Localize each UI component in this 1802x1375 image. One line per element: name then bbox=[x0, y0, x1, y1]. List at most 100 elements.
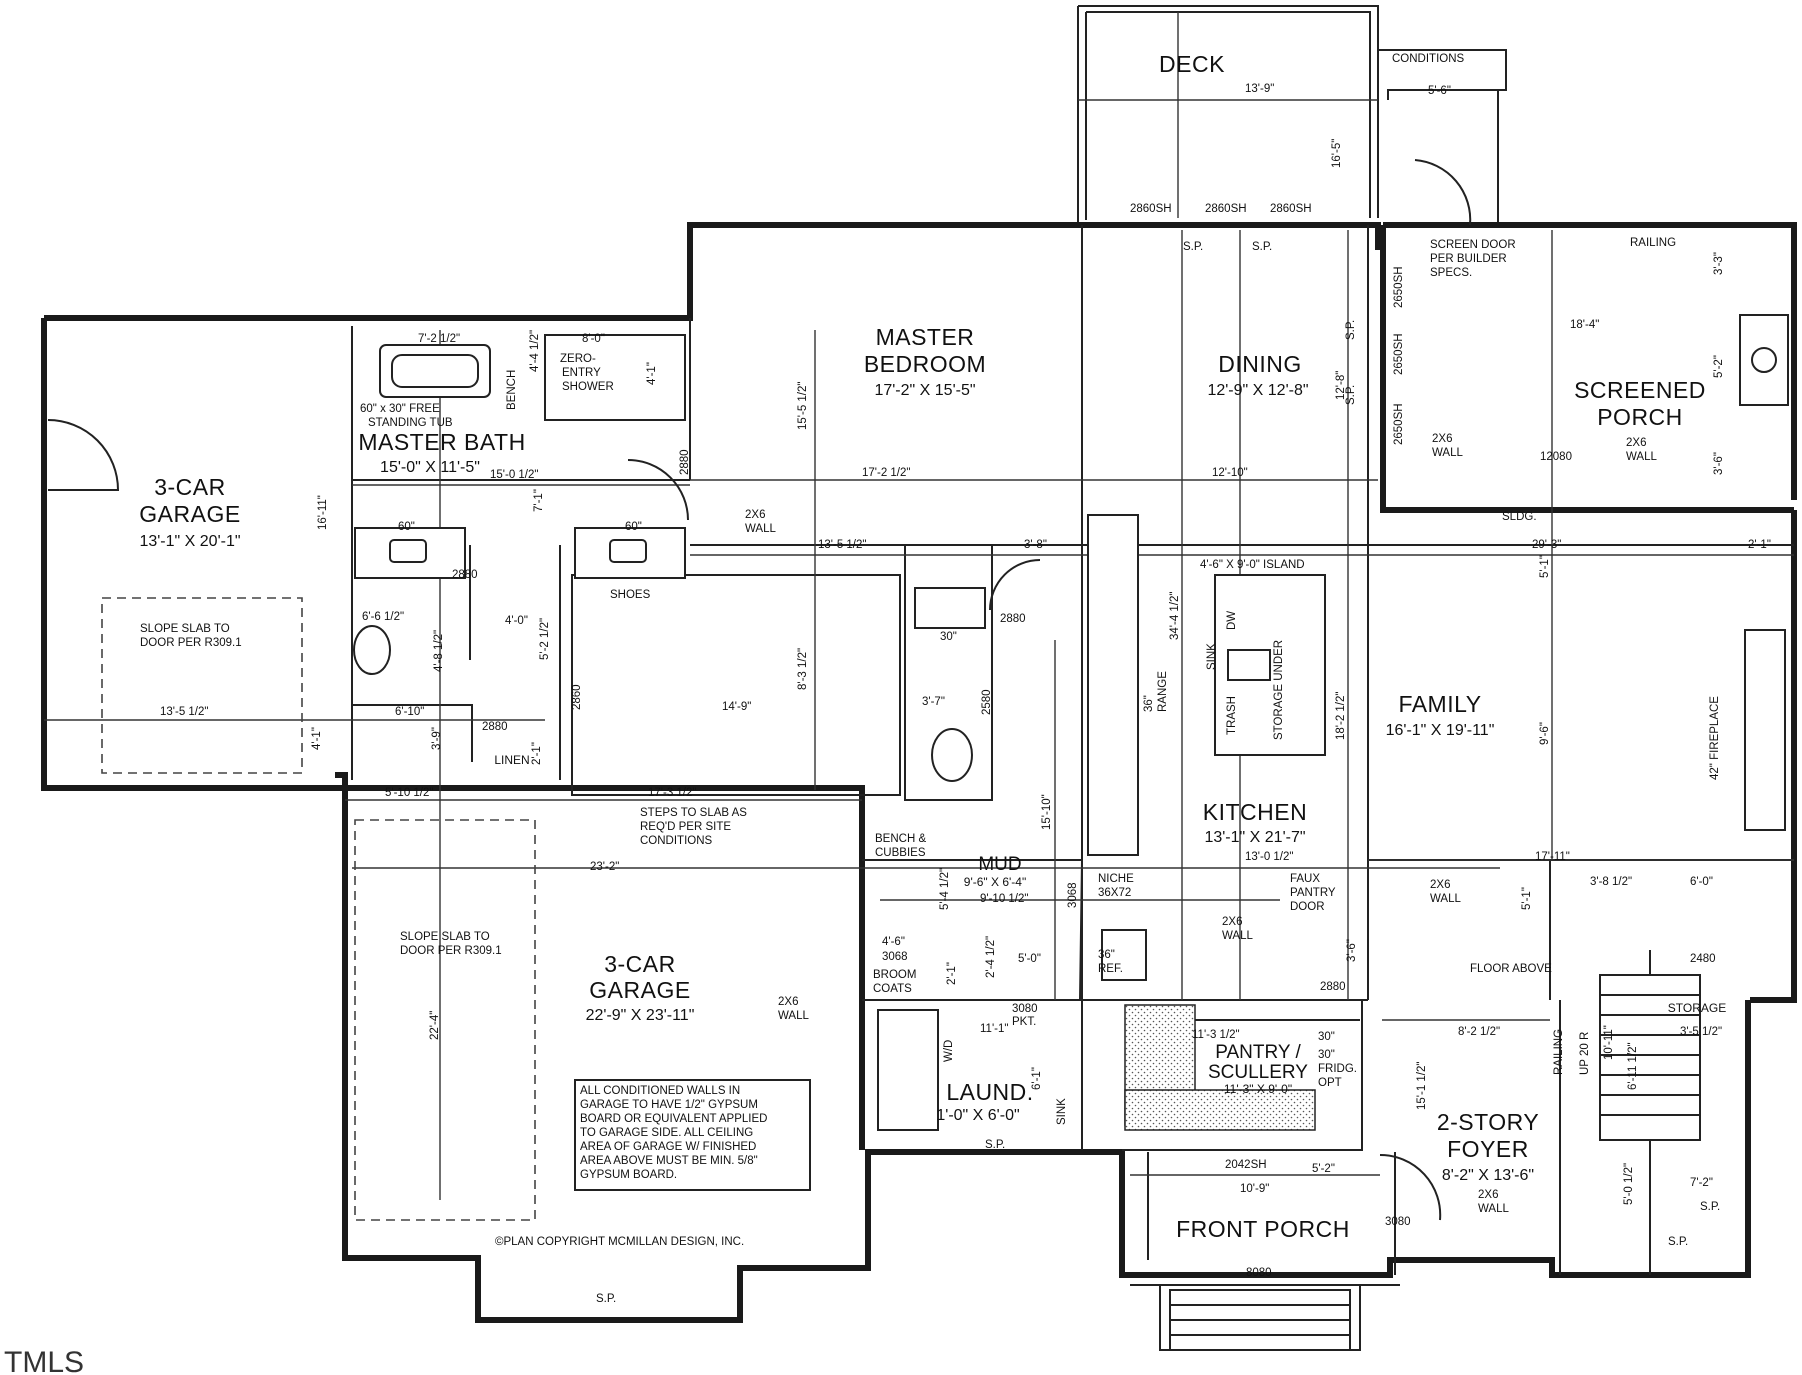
dim-d69: 5'-0" bbox=[1018, 953, 1041, 965]
garage-note-1: ALL CONDITIONED WALLS IN bbox=[580, 1085, 740, 1097]
dim-d37: 4'-0" bbox=[505, 615, 528, 627]
dim-d66: 4'-6" bbox=[882, 936, 905, 948]
dim-d44: 14'-9" bbox=[722, 701, 751, 713]
bench-label: BENCH bbox=[506, 370, 518, 410]
niche-1: NICHE bbox=[1098, 873, 1134, 885]
dim-d62: 5'-4 1/2" bbox=[939, 868, 951, 910]
left-garage-name2: GARAGE bbox=[139, 501, 240, 527]
storage-label: STORAGE bbox=[1668, 1001, 1726, 1015]
dim-d75: 6'-0" bbox=[1690, 876, 1713, 888]
toilet-bath bbox=[353, 625, 391, 675]
garage-note-4: TO GARAGE SIDE. ALL CEILING bbox=[580, 1127, 753, 1139]
dim-d56: 2'-1" bbox=[531, 742, 543, 765]
wall-2x6-b1: 2X6 bbox=[1626, 437, 1646, 449]
mls-watermark: TMLS bbox=[4, 1346, 84, 1375]
screen-door-3: SPECS. bbox=[1430, 267, 1472, 279]
dim-d31: 29'-3" bbox=[1532, 539, 1561, 551]
slope-slab-main bbox=[354, 819, 536, 1221]
dim-d25: 12080 bbox=[1540, 451, 1572, 463]
dim-d48: 18'-2 1/2" bbox=[1335, 692, 1347, 740]
door-swings bbox=[47, 159, 1472, 1221]
dining-size: 12'-9" X 12'-8" bbox=[1207, 382, 1308, 399]
wall-2x6-f1: 2X6 bbox=[1430, 879, 1450, 891]
dim-d63: 9'-10 1/2" bbox=[980, 893, 1028, 905]
left-garage-size: 13'-1" X 20'-1" bbox=[139, 533, 240, 550]
dim-d22: 3'-3" bbox=[1713, 252, 1725, 275]
dim-d84: 6'-11 1/2" bbox=[1627, 1042, 1639, 1090]
dim-d54: 4'-1" bbox=[311, 727, 323, 750]
laundry-size: 1'-0" X 6'-0" bbox=[936, 1107, 1019, 1124]
wall-2x6-a2: WALL bbox=[1432, 447, 1463, 459]
tub-label-1: 60" x 30" FREE bbox=[360, 403, 440, 415]
dim-d03: 16'-5" bbox=[1331, 139, 1343, 168]
fridge-3: OPT bbox=[1318, 1077, 1342, 1089]
dim-d09: 7'-2 1/2" bbox=[418, 333, 460, 345]
dim-d77: 3'-6" bbox=[1346, 939, 1358, 962]
dim-d27: 60" bbox=[398, 521, 415, 533]
pantry-name2: SCULLERY bbox=[1208, 1062, 1308, 1083]
screen-door-1: SCREEN DOOR bbox=[1430, 239, 1516, 251]
dim-d90: 2042SH bbox=[1225, 1159, 1267, 1171]
copyright-label: ©PLAN COPYRIGHT MCMILLAN DESIGN, INC. bbox=[495, 1236, 744, 1248]
shower-label-2: ENTRY bbox=[562, 367, 601, 379]
dim-d05: 2860SH bbox=[1205, 203, 1247, 215]
pantry-name1: PANTRY / bbox=[1215, 1042, 1301, 1063]
washer-dryer bbox=[877, 1009, 939, 1131]
dim-d74: 3'-8 1/2" bbox=[1590, 876, 1632, 888]
dim-d91: 5'-2" bbox=[1312, 1163, 1335, 1175]
dim-d73: 17'-11" bbox=[1535, 851, 1570, 863]
dim-d08: S.P. bbox=[1252, 241, 1272, 253]
dim-d14: 15'-5 1/2" bbox=[797, 382, 809, 430]
dim-d40: 2860 bbox=[571, 684, 583, 710]
note-labels: CONDITIONS SCREEN DOOR PER BUILDER SPECS… bbox=[4, 53, 1721, 1375]
dim-d07: S.P. bbox=[1183, 241, 1203, 253]
wall-2x6-c1: 2X6 bbox=[745, 509, 765, 521]
master-bath-name: MASTER BATH bbox=[358, 429, 525, 455]
dim-d52: 6'-10" bbox=[395, 706, 424, 718]
dimension-lines bbox=[44, 12, 1794, 1200]
dim-d60: 22'-4" bbox=[429, 1011, 441, 1040]
dim-d67: 2'-4 1/2" bbox=[985, 936, 997, 978]
wall-2x6-e1: 2X6 bbox=[1222, 916, 1242, 928]
dim-d43: 8'-3 1/2" bbox=[797, 648, 809, 690]
dim-d65: 3068 bbox=[882, 951, 908, 963]
dim-d70: 3080 bbox=[1012, 1003, 1038, 1015]
dim-d88: S.P. bbox=[1700, 1201, 1720, 1213]
dim-d13: 15'-0 1/2" bbox=[490, 469, 538, 481]
garage-note-7: GYPSUM BOARD. bbox=[580, 1169, 677, 1181]
faux-1: FAUX bbox=[1290, 873, 1320, 885]
family-size: 16'-1" X 19'-11" bbox=[1386, 722, 1495, 739]
dim-d26: 7'-1" bbox=[533, 489, 545, 512]
dim-d95: S.P. bbox=[985, 1139, 1005, 1151]
dim-d49: 5'-1" bbox=[1539, 555, 1551, 578]
dim-d83: 15'-1 1/2" bbox=[1416, 1062, 1428, 1110]
dim-d38: 4'-8 1/2" bbox=[433, 630, 445, 672]
shower-label-3: SHOWER bbox=[562, 381, 614, 393]
slope-main-2: DOOR PER R309.1 bbox=[400, 945, 502, 957]
dim-d100: S.P. bbox=[1345, 385, 1357, 405]
dim-d71: 11'-1" bbox=[980, 1023, 1008, 1035]
dim-d35: 16'-11" bbox=[317, 495, 329, 530]
fireplace bbox=[1744, 629, 1786, 831]
dim-d57: 5'-10 1/2" bbox=[385, 787, 433, 799]
fixtures bbox=[353, 314, 1789, 1351]
wall-2x6-a1: 2X6 bbox=[1432, 433, 1452, 445]
pantry-size: 11'-3" X 9'-0" bbox=[1224, 1082, 1292, 1096]
dim-d92: 10'-9" bbox=[1240, 1183, 1269, 1195]
front-porch-name: FRONT PORCH bbox=[1176, 1216, 1350, 1242]
railing-label: RAILING bbox=[1630, 237, 1676, 249]
dim-d58: 17'-3 1/2" bbox=[648, 787, 696, 799]
wall-2x6-g1: 2X6 bbox=[1478, 1189, 1498, 1201]
dim-d12: 4'-1" bbox=[646, 362, 658, 385]
dim-d19: 2650SH bbox=[1393, 333, 1405, 375]
dim-d99: S.P. bbox=[1345, 320, 1357, 340]
garage-note-3: BOARD OR EQUIVALENT APPLIED bbox=[580, 1113, 767, 1125]
dim-d53: 3'-9" bbox=[431, 727, 443, 750]
dim-d11: 4'-4 1/2" bbox=[529, 330, 541, 372]
dim-d96: S.P. bbox=[596, 1293, 616, 1305]
storage-under-label: STORAGE UNDER bbox=[1273, 640, 1285, 740]
mud-name: MUD bbox=[978, 854, 1021, 875]
family-name: FAMILY bbox=[1398, 691, 1481, 717]
garage-note: ALL CONDITIONED WALLS IN GARAGE TO HAVE … bbox=[574, 1079, 811, 1191]
